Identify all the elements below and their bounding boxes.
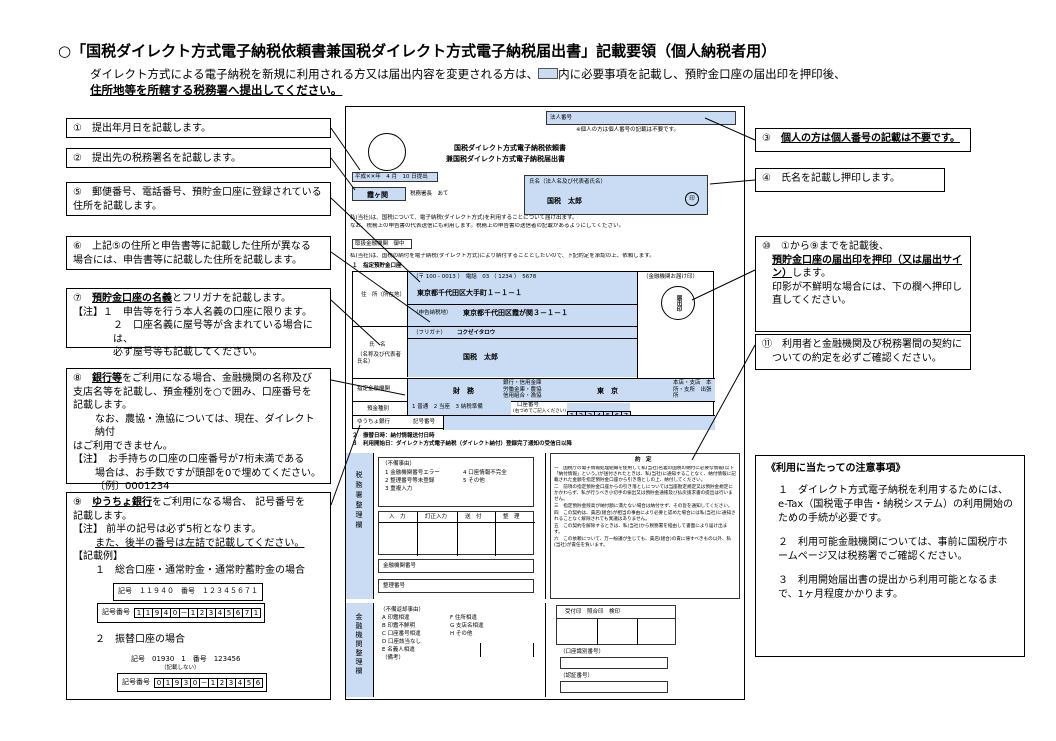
terms-item: 二 前項の指定預貯金口座からの引き落としについては当座勘定規定又は預貯金規定にか…	[554, 485, 733, 502]
seal-icon: 印	[685, 192, 699, 206]
note-1: ① 提出年月日を記載します。	[66, 118, 331, 138]
note-5: ⑤ 郵便番号、電話番号、預貯金口座に登録されている住所を記載します。	[66, 182, 331, 216]
bank-office-section: 金融機関整理欄 （不備返却事由） A 印鑑相違 B 印鑑不鮮明 C 口座番号相違…	[346, 603, 546, 697]
terms-item: 三 指定預貯金残高が納付額に満たない場合は納付せず、その旨を通知してください。	[554, 504, 733, 509]
usage-notes: 《利用に当たっての注意事項》 １ ダイレクト方式電子納税を利用するためには、e-…	[755, 455, 1025, 657]
note-7: ⑦ 預貯金口座の名義とフリガナを記載します。 【注】１ 申告等を行う本人名義の口…	[66, 288, 331, 358]
intro-text: ダイレクト方式による電子納税を新規に利用される方又は届出内容を変更される方は、内…	[90, 66, 1030, 98]
office-field[interactable]: 霞ヶ関	[352, 187, 406, 201]
date-field[interactable]: 平成✕✕年 4 月 10 日提出	[352, 172, 438, 182]
note-8: ⑧ 銀行等をご利用になる場合、金融機関の名称及び 支店名等を記載し、預金種別を○…	[66, 368, 331, 492]
intro-submit: 住所地等を所轄する税務署へ提出してください。	[90, 83, 343, 97]
number-field[interactable]: 法人番号	[546, 111, 736, 125]
terms-item: 六 この依頼について、万一紛議が生じても、貴店(組合)の責に帰すべきもの以外、私…	[554, 537, 732, 548]
bank-name-field[interactable]: 財 務	[453, 387, 474, 395]
page-title: ○「国税ダイレクト方式電子納税依頼書兼国税ダイレクト方式電子納税届出書」記載要領…	[58, 42, 777, 60]
tax-office-section: 税務署整理欄 （不備事由） 1 金融機関番号エラー 2 整理番号等未登録 3 重…	[346, 453, 546, 599]
receipt-stamp-circle	[368, 133, 406, 171]
tax-form: 法人番号 ※個人の方は個人番号の記載は不要です。 国税ダイレクト方式電子納税依頼…	[345, 106, 745, 700]
name-field[interactable]: 氏名（法人名及び代表者氏名） 国税 太郎 印	[524, 175, 708, 215]
note-3: ③ 個人の方は個人番号の記載は不要です。	[755, 128, 971, 152]
reception-box: 受付印 照合印 検印	[556, 605, 676, 619]
owner-field[interactable]: 国税 太郎	[463, 353, 498, 361]
address2-field[interactable]: 東京都千代田区霞が関３－１－１	[463, 309, 568, 317]
branch-name-field[interactable]: 東 京	[597, 387, 618, 395]
terms-box: 約 定 一 国税庁の電子情報処理組織を使用して私(当社)名義の国税の納付に必要な…	[550, 453, 740, 599]
digit-cell: 1	[251, 608, 261, 618]
yucho-number-field[interactable]	[443, 416, 715, 430]
auth-number-field	[560, 681, 668, 693]
digit-cell: 6	[253, 677, 263, 688]
terms-item: 五 この契約を解除するときは、私(当社)から税務署を経由して書面により届け出ます…	[554, 524, 728, 535]
note-4: ④ 氏名を記載し押印します。	[755, 168, 945, 192]
note-11: ⑪ 利用者と金融機関及び税務署間の契約に ついての約定を必ずご確認ください。	[755, 334, 971, 370]
highlight-swatch	[538, 68, 559, 79]
terms-item: 一 国税庁の電子情報処理組織を使用して私(当社)名義の国税の納付に必要な情報(以…	[554, 466, 736, 483]
kana-field[interactable]: コクゼイタロウ	[457, 330, 496, 336]
note-6: ⑥ 上記⑤の住所と申告書等に記載した住所が異なる 場合には、申告書等に記載した住…	[66, 236, 331, 270]
bank-stamp[interactable]: 届出印	[661, 286, 695, 320]
terms-item: 四 この契約は、貴店(組合)が相当の事由により必要と認めた場合には私(当社)に通…	[554, 511, 736, 522]
note-2: ② 提出先の税務署名を記載します。	[66, 148, 331, 168]
note-9: ⑨ ゆうちょ銀行をご利用になる場合、 記号番号を 記載します。 【注】 前半の記…	[66, 492, 331, 700]
deposit-type-field[interactable]: 1 普通 2 当座 3 納税準備	[407, 401, 511, 415]
address-field[interactable]: 東京都千代田区大手町１－１－１	[417, 289, 522, 297]
account-id-field	[560, 657, 668, 669]
account-block: （〒 100 - 0013 ） 電話 03 （ 1234 ） 5678 住 所（…	[352, 271, 715, 430]
note-10: ⑩ ①から⑨までを記載後、 預貯金口座の届出印を押印（又は届出サイン）します。 …	[755, 236, 971, 332]
